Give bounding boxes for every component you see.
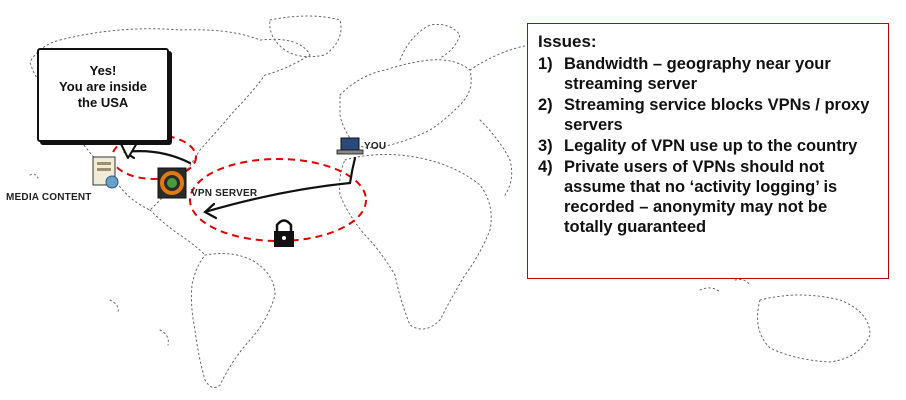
europe-outline: [339, 59, 472, 148]
issue-item: 4) Private users of VPNs should not assu…: [538, 157, 878, 237]
issue-text: Streaming service blocks VPNs / proxy se…: [564, 96, 870, 134]
issue-item: 2) Streaming service blocks VPNs / proxy…: [538, 95, 878, 135]
vpn-server-icon: [157, 167, 187, 199]
islands-outline: [29, 173, 751, 346]
issues-list: 1) Bandwidth – geography near your strea…: [538, 54, 878, 237]
greenland-outline: [269, 15, 342, 58]
issues-panel: Issues: 1) Bandwidth – geography near yo…: [527, 23, 889, 279]
tunnel-dashed-ellipse: [189, 158, 367, 242]
speech-bubble-text: Yes! You are inside the USA: [39, 63, 167, 111]
issue-number: 2): [538, 96, 553, 114]
bubble-line-3: the USA: [77, 95, 129, 110]
continent-outlines: [29, 15, 871, 389]
issues-title: Issues:: [538, 32, 597, 51]
central-america-outline: [149, 209, 206, 256]
media-server-icon: [92, 156, 119, 189]
vpn-server-label: VPN SERVER: [191, 188, 258, 199]
south-america-outline: [190, 253, 276, 389]
scandinavia-outline: [399, 24, 461, 61]
issue-item: 1) Bandwidth – geography near your strea…: [538, 54, 878, 94]
media-content-label: MEDIA CONTENT: [6, 192, 92, 203]
issue-number: 4): [538, 158, 553, 176]
speech-bubble: Yes! You are inside the USA: [37, 48, 169, 142]
issue-number: 3): [538, 137, 553, 155]
issue-number: 1): [538, 55, 553, 73]
padlock-icon: [274, 219, 294, 247]
laptop-icon: [336, 137, 364, 155]
you-line: [348, 156, 357, 185]
issue-text: Legality of VPN use up to the country: [564, 137, 858, 155]
australia-outline: [757, 294, 871, 363]
you-to-vpn-arrow: [203, 181, 352, 214]
you-to-vpn-arrow-head: [203, 202, 218, 220]
bubble-line-2: You are inside: [59, 79, 147, 94]
africa-outline: [339, 153, 492, 330]
vpn-to-media-arrow: [123, 150, 192, 165]
you-label: YOU: [364, 141, 387, 152]
issue-item: 3) Legality of VPN use up to the country: [538, 136, 878, 156]
bubble-line-1: Yes!: [89, 63, 117, 78]
asia-outline: [469, 44, 531, 196]
issue-text: Bandwidth – geography near your streamin…: [564, 55, 831, 93]
issue-text: Private users of VPNs should not assume …: [564, 158, 838, 236]
